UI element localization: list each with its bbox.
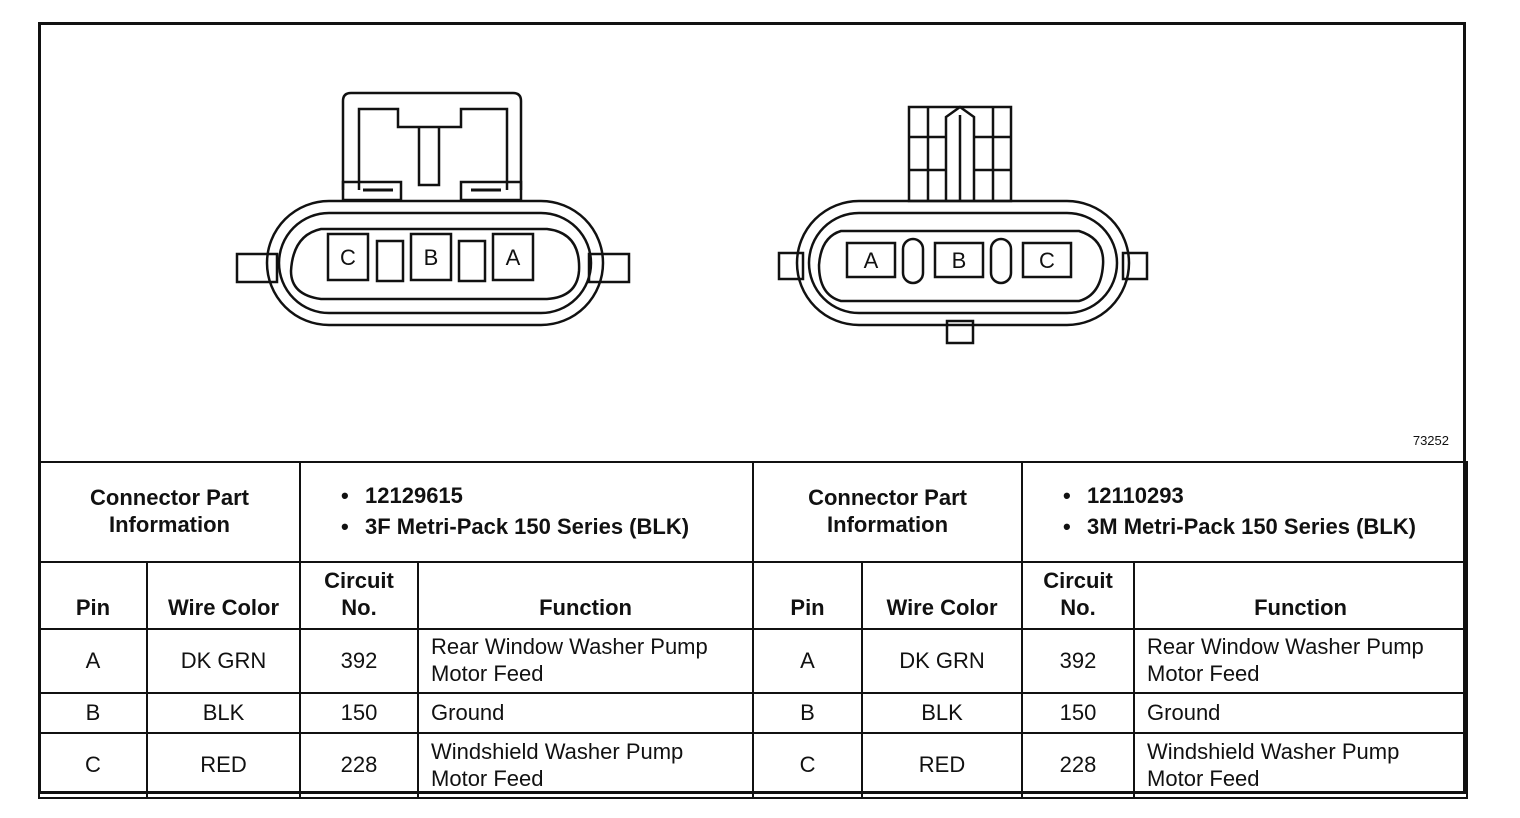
column-header-row: Pin Wire Color Circuit No. Function Pin … <box>38 561 1469 630</box>
left-part-info: 12129615 3F Metri-Pack 150 Series (BLK) <box>299 461 755 563</box>
left-housing-outer <box>265 199 605 327</box>
right-housing-mid <box>807 211 1119 315</box>
connector-pinout-table: Connector Part Information 12129615 3F M… <box>37 461 1469 799</box>
left-latch-post <box>417 127 441 187</box>
left-function: Rear Window Washer Pump Motor Feed <box>417 628 755 694</box>
figure-number: 73252 <box>1412 433 1449 448</box>
right-header-function: Function <box>1133 561 1469 630</box>
left-latch-inner <box>357 107 509 190</box>
left-circuit: 228 <box>299 732 420 799</box>
left-header-wire-color: Wire Color <box>145 561 302 630</box>
right-divider-1 <box>901 237 925 285</box>
right-part-info: 12110293 3M Metri-Pack 150 Series (BLK) <box>1021 461 1469 563</box>
right-bottom-tab <box>945 319 975 345</box>
right-function: Windshield Washer Pump Motor Feed <box>1133 732 1469 799</box>
right-part-series: 3M Metri-Pack 150 Series (BLK) <box>1063 514 1454 541</box>
right-divider-2 <box>989 237 1013 285</box>
right-pin-label-c: C <box>1039 248 1055 273</box>
left-connector <box>235 91 631 327</box>
left-wire-color: RED <box>145 732 302 799</box>
left-pin-label-c: C <box>340 245 356 270</box>
left-wire-color: BLK <box>145 692 302 734</box>
right-ear-right <box>1121 251 1149 281</box>
right-pin: A <box>752 628 864 694</box>
right-pin-label-b: B <box>952 248 967 273</box>
left-part-series: 3F Metri-Pack 150 Series (BLK) <box>341 514 740 541</box>
right-part-number: 12110293 <box>1063 483 1454 510</box>
left-function: Ground <box>417 692 755 734</box>
left-info-label: Connector Part Information <box>37 461 302 563</box>
right-latch-center <box>944 105 976 201</box>
right-cavity-c <box>1021 241 1073 279</box>
left-pin-label-a: A <box>506 245 521 270</box>
right-wire-color: BLK <box>861 692 1024 734</box>
right-circuit: 150 <box>1021 692 1136 734</box>
left-divider-1 <box>375 239 405 283</box>
left-cavity-c <box>326 232 370 282</box>
right-info-label: Connector Part Information <box>752 461 1024 563</box>
left-housing-mid <box>277 211 593 315</box>
left-housing-inner <box>289 227 581 301</box>
left-header-function: Function <box>417 561 755 630</box>
right-wire-color: RED <box>861 732 1024 799</box>
right-pin: B <box>752 692 864 734</box>
right-function: Ground <box>1133 692 1469 734</box>
left-pin: A <box>38 628 148 694</box>
right-cavity-b <box>933 241 985 279</box>
left-header-circuit: Circuit No. <box>299 561 420 630</box>
right-circuit: 228 <box>1021 732 1136 799</box>
left-ear-left <box>235 252 279 284</box>
connector-drawing: C B A A B C <box>235 91 1149 345</box>
left-circuit: 150 <box>299 692 420 734</box>
right-pin-label-a: A <box>864 248 879 273</box>
part-info-row: Connector Part Information 12129615 3F M… <box>37 461 1469 563</box>
left-pin: C <box>38 732 148 799</box>
right-pin: C <box>752 732 864 799</box>
right-housing-outer <box>795 199 1131 327</box>
left-divider-2 <box>457 239 487 283</box>
left-pin: B <box>38 692 148 734</box>
left-part-number: 12129615 <box>341 483 740 510</box>
table-row: B BLK 150 Ground B BLK 150 Ground <box>38 692 1469 734</box>
left-pin-label-b: B <box>424 245 439 270</box>
table-row: A DK GRN 392 Rear Window Washer Pump Mot… <box>38 628 1469 694</box>
right-ear-left <box>777 251 805 281</box>
right-header-pin: Pin <box>752 561 864 630</box>
connector-diagram-frame: C B A A B C 73252 Connector Part Informa… <box>37 22 1469 799</box>
left-ear-right <box>587 252 631 284</box>
right-circuit: 392 <box>1021 628 1136 694</box>
connector-figure: C B A A B C 73252 <box>41 25 1463 461</box>
right-header-circuit: Circuit No. <box>1021 561 1136 630</box>
right-function: Rear Window Washer Pump Motor Feed <box>1133 628 1469 694</box>
left-latch-outer <box>341 91 523 190</box>
left-function: Windshield Washer Pump Motor Feed <box>417 732 755 799</box>
left-cavity-a <box>491 232 535 282</box>
right-housing-inner <box>817 229 1105 303</box>
table-row: C RED 228 Windshield Washer Pump Motor F… <box>38 732 1469 799</box>
left-header-pin: Pin <box>38 561 148 630</box>
left-wire-color: DK GRN <box>145 628 302 694</box>
right-connector <box>777 105 1149 345</box>
right-cavity-a <box>845 241 897 279</box>
right-wire-color: DK GRN <box>861 628 1024 694</box>
left-circuit: 392 <box>299 628 420 694</box>
left-cavity-b <box>409 232 453 282</box>
right-header-wire-color: Wire Color <box>861 561 1024 630</box>
